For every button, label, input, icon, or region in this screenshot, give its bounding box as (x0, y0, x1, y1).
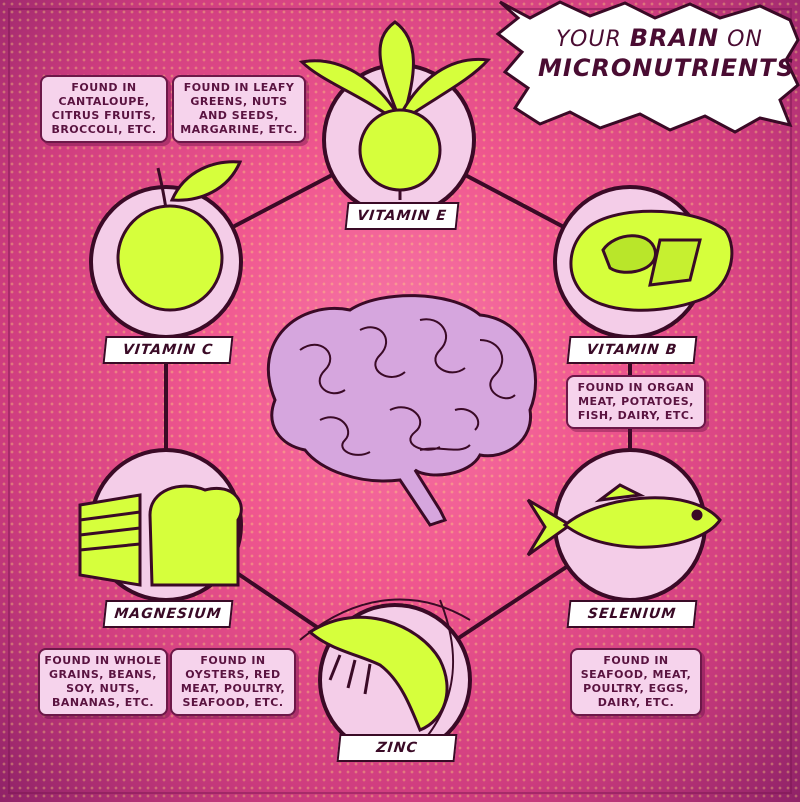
info-selenium: FOUND IN SEAFOOD, MEAT, POULTRY, EGGS, D… (570, 648, 702, 716)
info-line: FOUND IN (71, 81, 137, 94)
info-line: SEAFOOD, MEAT, (580, 668, 692, 681)
info-line: GRAINS, BEANS, (49, 668, 157, 681)
steak-icon (569, 209, 734, 312)
info-line: BANANAS, ETC. (51, 696, 155, 709)
info-line: CANTALOUPE, (58, 95, 150, 108)
label-vitamin-b: VITAMIN B (566, 336, 698, 364)
bread-icon (78, 484, 243, 587)
brain-icon (267, 294, 538, 527)
info-line: MEAT, POULTRY, (180, 682, 286, 695)
info-vitamin-e: FOUND IN LEAFY GREENS, NUTS AND SEEDS, M… (172, 75, 306, 143)
info-line: OYSTERS, RED (185, 668, 281, 681)
info-line: FOUND IN (200, 654, 266, 667)
info-line: MARGARINE, ETC. (180, 123, 298, 136)
shrimp-icon (299, 598, 471, 746)
info-line: CITRUS FRUITS, (51, 109, 157, 122)
info-vitamin-b: FOUND IN ORGAN MEAT, POTATOES, FISH, DAI… (566, 375, 706, 429)
info-line: GREENS, NUTS (190, 95, 288, 108)
info-zinc: FOUND IN OYSTERS, RED MEAT, POULTRY, SEA… (170, 648, 296, 716)
info-line: SOY, NUTS, (66, 682, 140, 695)
title-line-1: YOUR BRAIN ON (556, 24, 763, 52)
info-line: SEAFOOD, ETC. (182, 696, 284, 709)
info-line: FOUND IN LEAFY (183, 81, 295, 94)
info-line: AND SEEDS, (199, 109, 279, 122)
info-line: FOUND IN (603, 654, 669, 667)
info-line: MEAT, POTATOES, (578, 395, 694, 408)
info-line: POULTRY, EGGS, (583, 682, 689, 695)
label-selenium: SELENIUM (566, 600, 698, 628)
info-line: DAIRY, ETC. (597, 696, 675, 709)
info-line: FOUND IN ORGAN (577, 381, 695, 394)
info-line: FISH, DAIRY, ETC. (577, 409, 695, 422)
label-magnesium: MAGNESIUM (102, 600, 234, 628)
orange-icon (116, 160, 243, 312)
info-vitamin-c: FOUND IN CANTALOUPE, CITRUS FRUITS, BROC… (40, 75, 168, 143)
info-magnesium: FOUND IN WHOLE GRAINS, BEANS, SOY, NUTS,… (38, 648, 168, 716)
fish-icon (526, 483, 722, 557)
info-line: BROCCOLI, ETC. (51, 123, 157, 136)
label-vitamin-e: VITAMIN E (344, 202, 460, 230)
info-line: FOUND IN WHOLE (44, 654, 162, 667)
title-line-2: MICRONUTRIENTS (538, 54, 795, 82)
label-zinc: ZINC (336, 734, 458, 762)
beet-icon (298, 20, 492, 200)
label-vitamin-c: VITAMIN C (102, 336, 234, 364)
